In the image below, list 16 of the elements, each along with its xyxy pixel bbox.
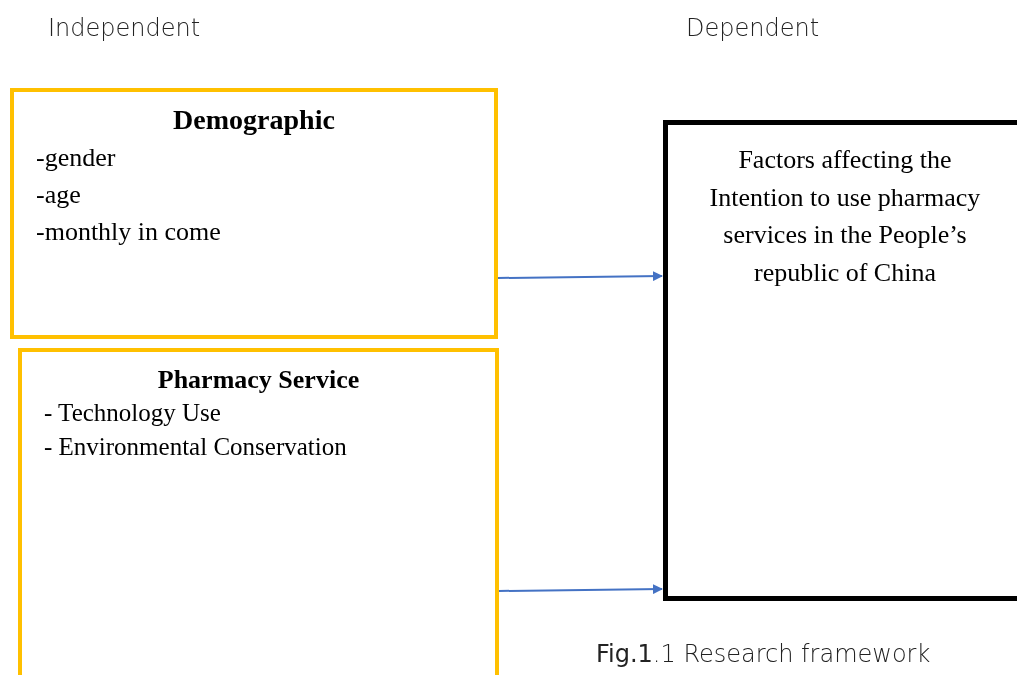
column-heading: Independent [48,14,201,42]
list-item: - Technology Use [44,399,221,427]
box-heading: Demographic [172,104,336,136]
box-text: Factors affecting the Intention to use pharmacy services in the People’s republic of China [708,144,982,290]
list-item: -gender [36,143,116,173]
category-box [18,348,499,675]
list-item: -monthly in come [36,217,221,247]
column-heading: Dependent [686,14,820,42]
outcome-box [663,120,1017,601]
arrow [498,584,663,595]
figure-caption: Fig.1.1 Research framework [596,640,931,668]
list-item: - Environmental Conservation [44,433,347,461]
category-box [10,88,498,339]
arrow [497,271,663,282]
list-item: -age [36,180,81,210]
box-heading: Pharmacy Service [156,365,361,395]
